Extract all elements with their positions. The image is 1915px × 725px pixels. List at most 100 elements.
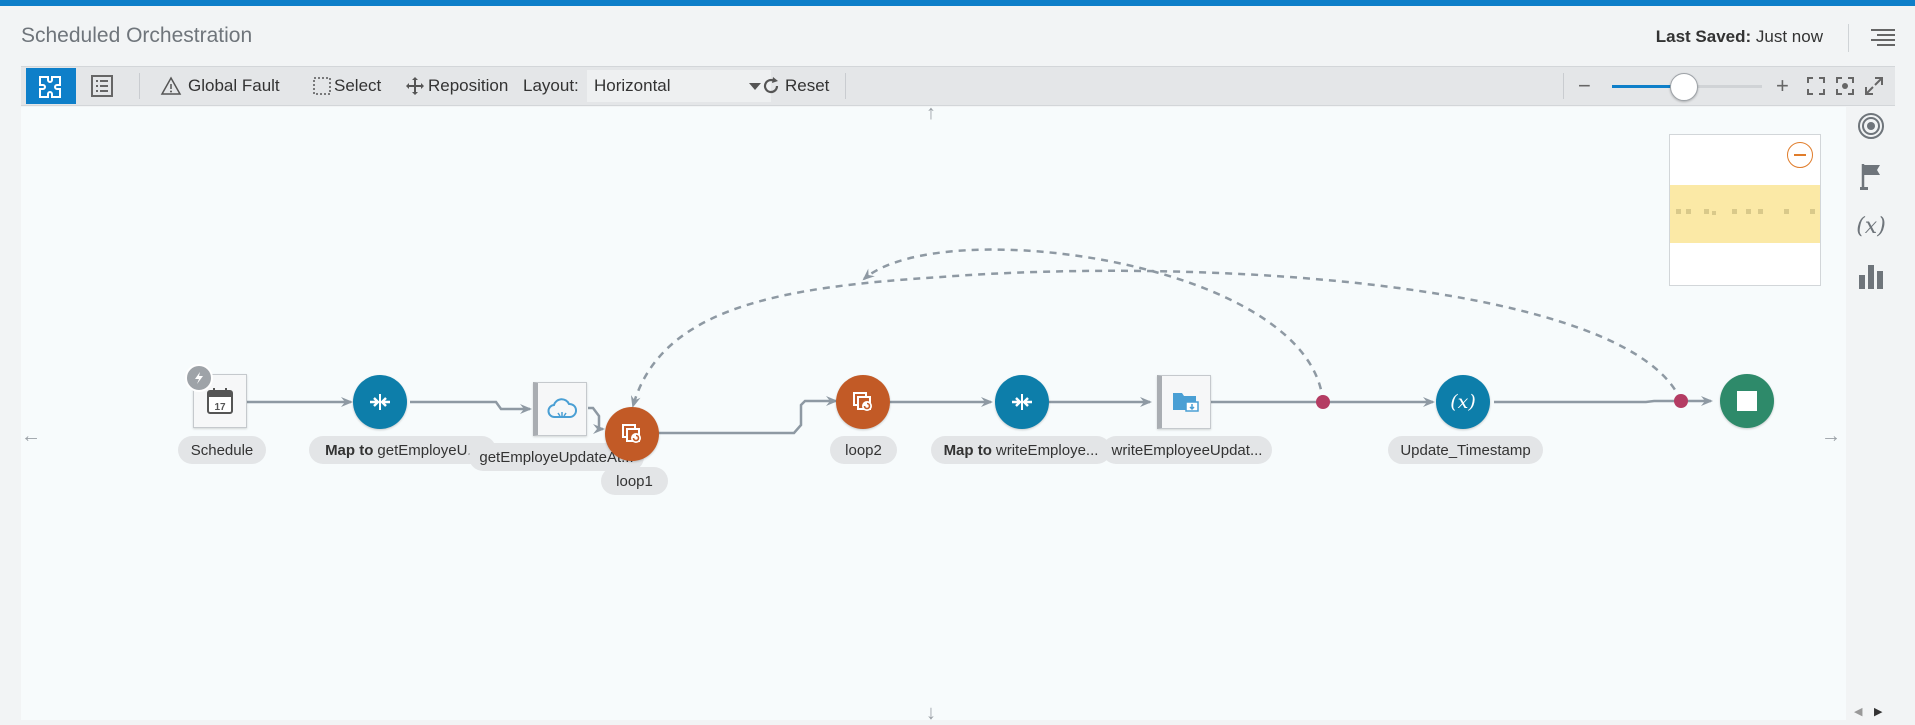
toolbar-divider [1563, 73, 1564, 99]
calendar-icon: 17 [207, 388, 233, 414]
file-adapter-icon [1173, 393, 1199, 412]
end-node-circle [1720, 374, 1774, 428]
invoke-node-box [1157, 375, 1211, 429]
scroll-left-icon[interactable]: ◀ [1854, 706, 1863, 718]
pan-up-arrow[interactable]: ↑ [926, 102, 936, 124]
end-node[interactable] [1720, 374, 1774, 428]
target-icon [1858, 113, 1884, 139]
calendar-day-text: 17 [214, 402, 226, 413]
map-target-name: writeEmploye... [995, 441, 1099, 459]
move-arrows-icon [406, 77, 424, 95]
last-saved-label: Last Saved: [1655, 27, 1752, 46]
warning-icon [160, 76, 182, 95]
update-timestamp-label[interactable]: Update_Timestamp [1388, 436, 1543, 464]
chevron-down-icon [749, 83, 761, 90]
update-timestamp-assign-node[interactable]: (x) [1436, 375, 1490, 429]
zoom-in-button[interactable]: + [1776, 73, 1789, 98]
layout-label: Layout: [523, 76, 579, 95]
get-employee-update-label[interactable]: getEmployeUpdateAt... [469, 443, 644, 471]
header-divider [1848, 24, 1849, 52]
zoom-slider-fill [1612, 85, 1684, 88]
fit-to-screen-button[interactable] [1806, 67, 1826, 105]
minimap-panel[interactable] [1669, 134, 1821, 286]
pan-down-arrow[interactable]: ↓ [926, 702, 936, 724]
loop2-label[interactable]: loop2 [830, 436, 897, 464]
fit-selection-button[interactable] [1835, 67, 1855, 105]
flow-junction-dot[interactable] [1316, 395, 1330, 409]
map-node-circle [353, 375, 407, 429]
map-to-prefix: Map to [943, 441, 992, 459]
select-marquee-icon [313, 77, 331, 95]
toolbar-divider [139, 73, 140, 99]
loop-node-circle [836, 375, 890, 429]
focus-icon [1836, 77, 1854, 95]
flow-junction-dot[interactable] [1674, 394, 1688, 408]
layout-dropdown[interactable]: Horizontal [587, 70, 771, 102]
top-accent-bar [0, 0, 1915, 6]
expand-icon [1865, 77, 1883, 95]
zoom-slider-thumb[interactable] [1670, 73, 1698, 101]
get-employee-update-invoke-node[interactable] [533, 382, 587, 436]
minimap-preview [1676, 209, 1815, 215]
loop1-label[interactable]: loop1 [601, 467, 668, 495]
chart-icon [1859, 265, 1883, 289]
reposition-label: Reposition [428, 76, 509, 95]
right-side-rail: (x) ◀ ▶ [1846, 107, 1895, 720]
scroll-right-icon[interactable]: ▶ [1874, 706, 1883, 718]
pan-right-arrow[interactable]: → [1821, 425, 1841, 447]
trigger-badge [185, 364, 213, 392]
flow-connectors [245, 248, 1713, 435]
list-icon [91, 75, 113, 97]
schedule-node-label[interactable]: Schedule [178, 436, 266, 464]
invoke-node-box [533, 382, 587, 436]
select-button[interactable]: Select [312, 67, 381, 105]
rail-item-flag[interactable] [1856, 161, 1886, 191]
global-fault-button[interactable]: Global Fault [160, 67, 280, 105]
title-bar: Scheduled Orchestration Last Saved: Just… [0, 6, 1915, 66]
minimap-viewport[interactable] [1670, 185, 1820, 243]
expand-button[interactable] [1864, 67, 1884, 105]
lightning-icon [195, 372, 203, 384]
map-node-circle [995, 375, 1049, 429]
loop-node-circle [605, 407, 659, 461]
rail-item-target[interactable] [1856, 111, 1886, 141]
canvas-toolbar: Global Fault Select Reposition Layout: H… [21, 66, 1895, 106]
reset-button[interactable]: Reset [761, 67, 829, 105]
write-employee-update-label[interactable]: writeEmployeeUpdat... [1102, 436, 1272, 464]
reposition-button[interactable]: Reposition [405, 67, 508, 105]
page-title: Scheduled Orchestration [21, 24, 253, 47]
select-label: Select [334, 76, 382, 95]
canvas-view-button[interactable] [26, 68, 76, 104]
map-arrows-icon [370, 394, 390, 410]
last-saved-status: Last Saved: Just now [1656, 27, 1823, 47]
fit-screen-icon [1807, 77, 1825, 95]
schedule-trigger-node[interactable]: 17 [185, 364, 247, 428]
flag-icon [1860, 164, 1880, 190]
loop1-node[interactable] [605, 407, 659, 461]
map-to-get-employee-node[interactable] [353, 375, 407, 429]
stop-icon [1737, 391, 1757, 411]
for-each-icon [853, 392, 872, 411]
puzzle-icon [39, 76, 61, 98]
schedule-node-box: 17 [193, 374, 247, 428]
global-fault-label: Global Fault [188, 76, 280, 95]
loop2-node[interactable] [836, 375, 890, 429]
pan-left-arrow[interactable]: ← [21, 425, 41, 447]
collapse-minimap-button[interactable] [1787, 142, 1813, 168]
map-to-write-employee-node[interactable] [995, 375, 1049, 429]
assign-node-circle: (x) [1436, 375, 1490, 429]
write-employee-update-invoke-node[interactable] [1157, 375, 1211, 429]
list-view-button[interactable] [77, 68, 127, 104]
hamburger-menu-icon[interactable] [1871, 26, 1895, 48]
cloud-adapter-icon [547, 398, 577, 418]
zoom-out-button[interactable]: − [1578, 73, 1591, 98]
rail-item-chart[interactable] [1856, 261, 1886, 291]
map-arrows-icon [1012, 394, 1032, 410]
for-each-icon [622, 424, 641, 443]
last-saved-value: Just now [1755, 27, 1823, 46]
zoom-slider[interactable] [1612, 73, 1762, 101]
variable-icon[interactable]: (x) [1856, 213, 1886, 239]
